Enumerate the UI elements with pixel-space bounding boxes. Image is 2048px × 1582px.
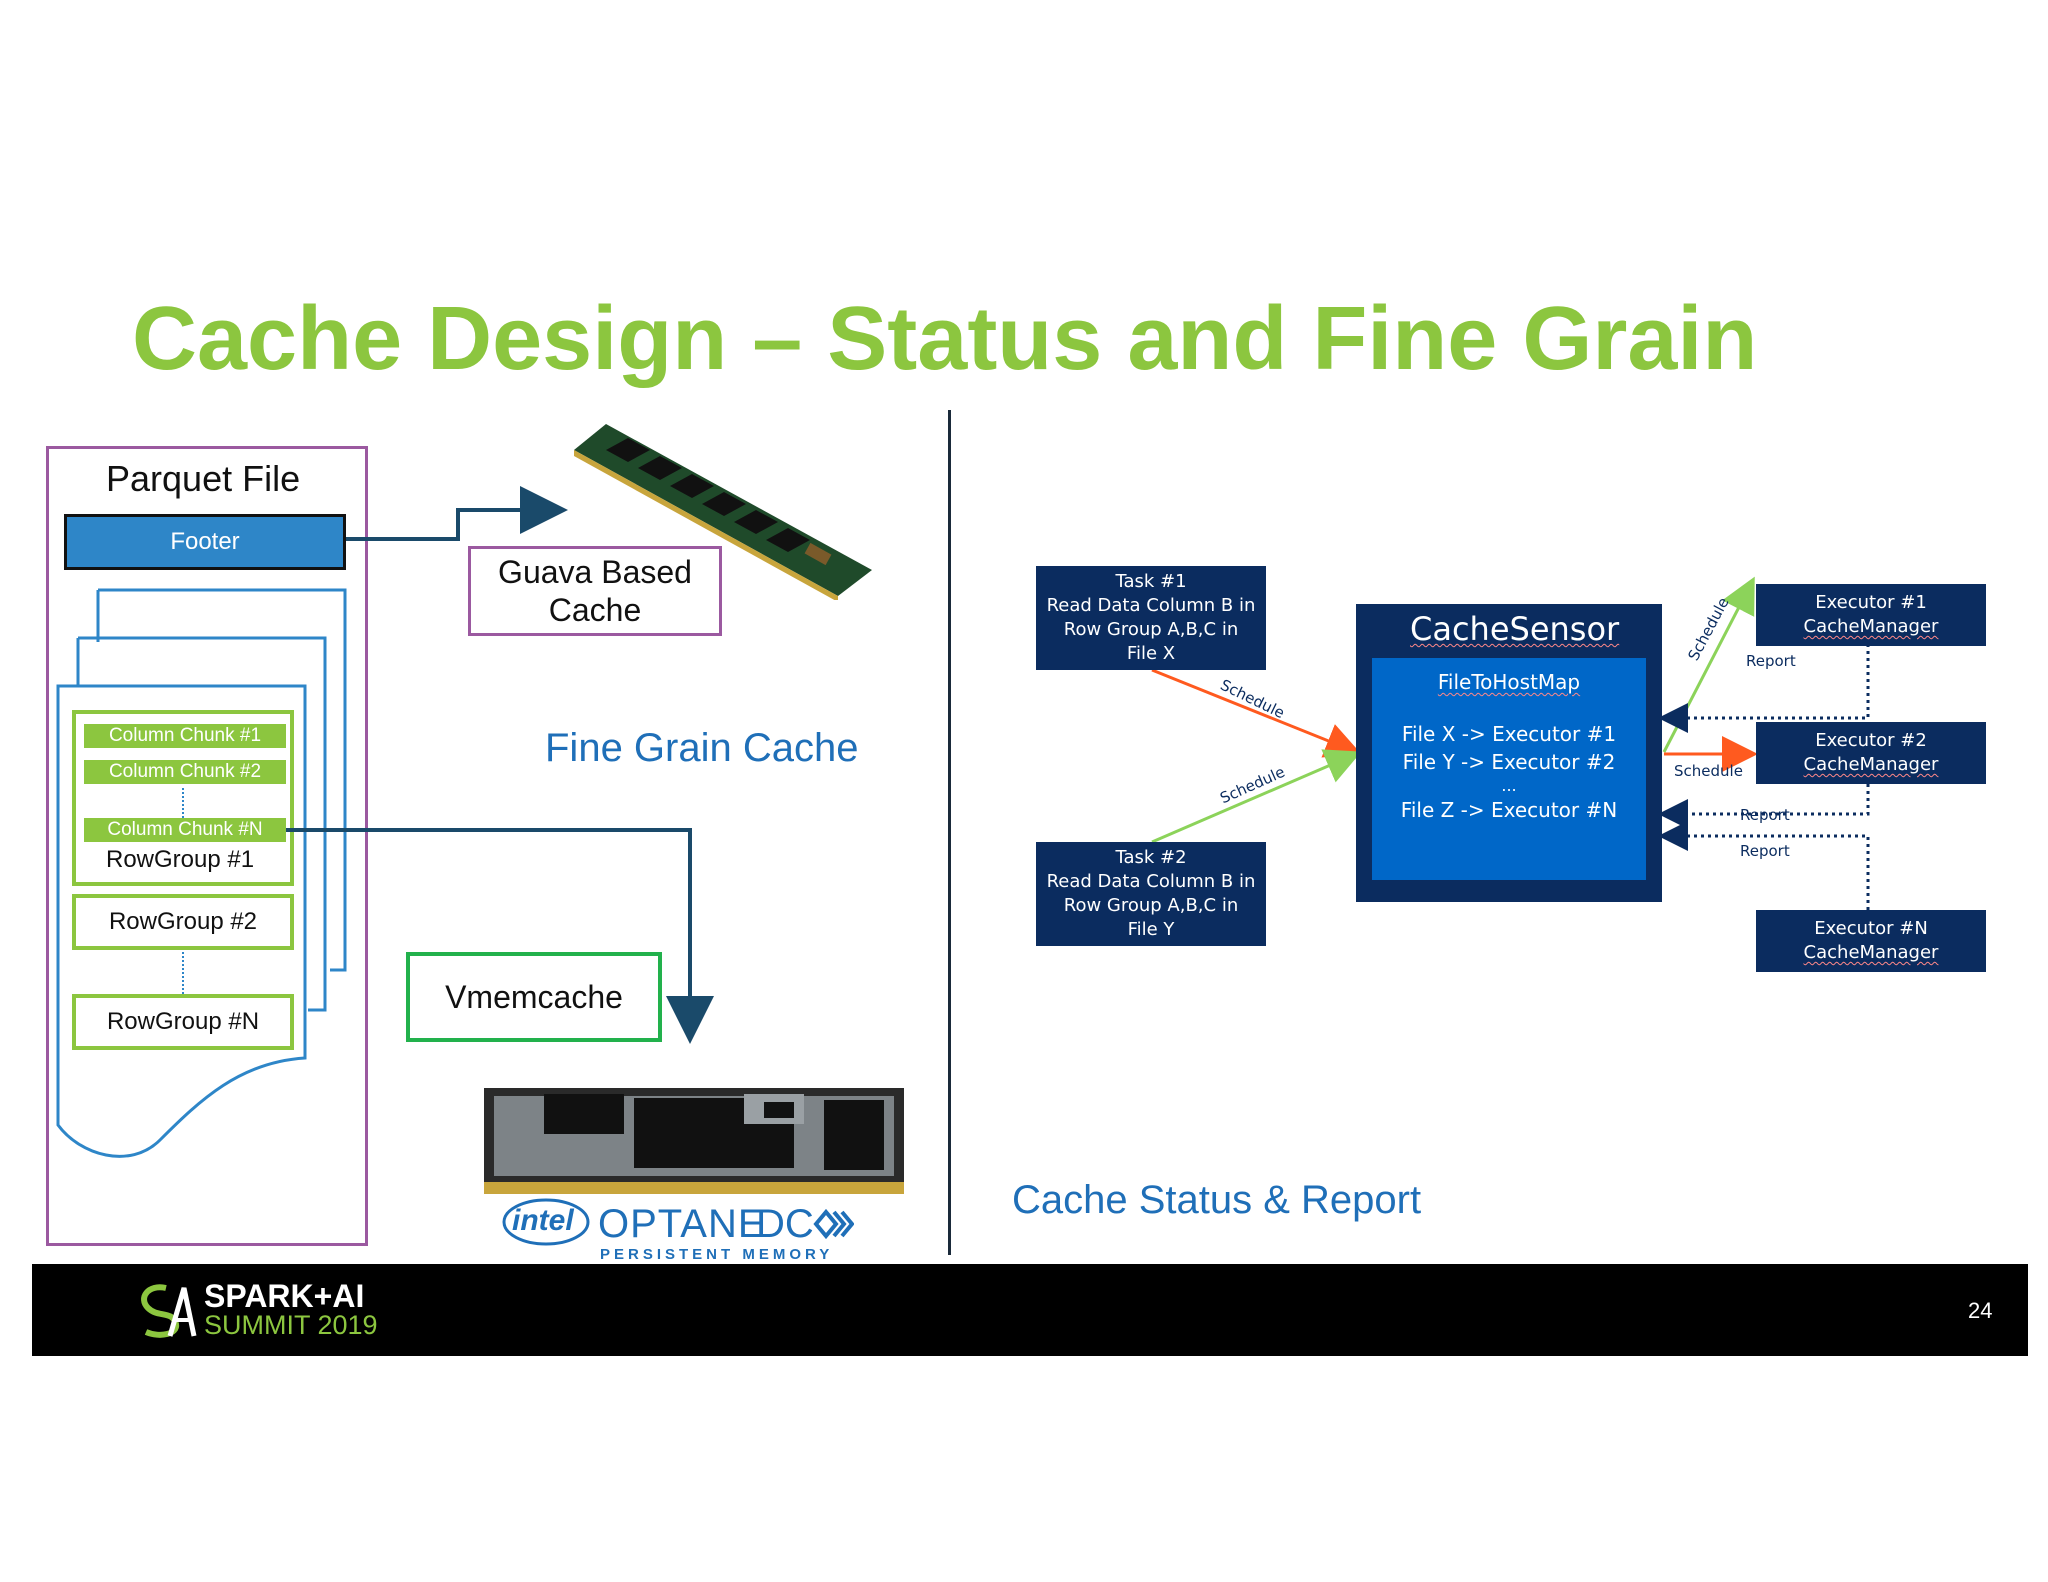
- right-arrows: [1151, 576, 1870, 910]
- left-connectors: [286, 486, 714, 1044]
- vmemcache-label: Vmemcache: [445, 978, 623, 1015]
- divider-line: [948, 410, 951, 1255]
- optane-subtitle: PERSISTENT MEMORY: [600, 1246, 834, 1263]
- executor-1-line-2: CacheManager: [1803, 616, 1939, 637]
- column-chunk-n: Column Chunk #N: [84, 818, 286, 842]
- report-label-executor-1: Report: [1746, 652, 1796, 670]
- executor-1-line-1: Executor #1: [1815, 592, 1927, 613]
- cache-status-caption: Cache Status & Report: [1012, 1178, 1422, 1222]
- intel-logo-icon: [502, 1198, 590, 1246]
- optane-module-image: [484, 1088, 904, 1194]
- footer-bar: [32, 1264, 2028, 1356]
- task-2-line-2: Read Data Column B in: [1046, 871, 1256, 892]
- guava-cache-box: Guava Based Cache: [468, 546, 722, 636]
- rowgroup-ellipsis-line: [182, 952, 184, 994]
- guava-line-1: Guava Based: [498, 554, 692, 590]
- parquet-file-frame: [46, 446, 368, 1246]
- memory-module-image: [574, 424, 872, 600]
- task-1-line-2: Read Data Column B in: [1046, 595, 1256, 616]
- footer-box: Footer: [64, 514, 346, 570]
- file-to-host-map-title: FileToHostMap: [1437, 670, 1581, 694]
- optane-dc-text: DC: [756, 1202, 814, 1246]
- page-number: 24: [1968, 1298, 1993, 1323]
- task-1-line-1: Task #1: [1115, 571, 1187, 592]
- task-1-line-3: Row Group A,B,C in: [1063, 619, 1239, 640]
- report-label-executor-2: Report: [1740, 806, 1790, 824]
- vmemcache-box: Vmemcache: [406, 952, 662, 1042]
- cache-sensor-title: CacheSensor: [1410, 610, 1620, 648]
- executor-n-box: Executor #N CacheManager: [1756, 910, 1986, 972]
- slide-title: Cache Design – Status and Fine Grain: [132, 289, 1758, 389]
- spark-ai-logo-line-1: SPARK+AI: [204, 1278, 365, 1314]
- task-1-box: Task #1 Read Data Column B in Row Group …: [1036, 566, 1266, 670]
- map-row-2: File Y -> Executor #2: [1402, 750, 1616, 774]
- report-label-executor-n: Report: [1740, 842, 1790, 860]
- column-chunk-1: Column Chunk #1: [84, 724, 286, 748]
- executor-n-line-2: CacheManager: [1803, 942, 1939, 963]
- optane-brand-text: OPTANE: [598, 1202, 766, 1246]
- chunk-ellipsis-line: [182, 788, 184, 818]
- executor-2-line-2: CacheManager: [1803, 754, 1939, 775]
- spark-ai-logo-line-2: SUMMIT 2019: [204, 1310, 378, 1340]
- task-2-line-1: Task #2: [1115, 847, 1187, 868]
- parquet-file-title: Parquet File: [106, 458, 301, 499]
- rowgroup-n-box: RowGroup #N: [72, 994, 294, 1050]
- executor-1-box: Executor #1 CacheManager: [1756, 584, 1986, 646]
- schedule-label-executor-2: Schedule: [1674, 762, 1743, 780]
- executor-n-line-1: Executor #N: [1814, 918, 1928, 939]
- column-chunk-2: Column Chunk #2: [84, 760, 286, 784]
- task-2-box: Task #2 Read Data Column B in Row Group …: [1036, 842, 1266, 946]
- map-row-4: File Z -> Executor #N: [1400, 798, 1618, 822]
- task-2-line-4: File Y: [1127, 919, 1175, 940]
- file-to-host-map-box: FileToHostMap File X -> Executor #1 File…: [1372, 658, 1646, 880]
- footer-label: Footer: [170, 528, 240, 555]
- task-1-line-4: File X: [1126, 643, 1176, 664]
- executor-2-line-1: Executor #2: [1815, 730, 1927, 751]
- spark-ai-logo-icon: [141, 1284, 197, 1338]
- fine-grain-cache-label: Fine Grain Cache: [545, 726, 859, 770]
- rowgroup-1-label: RowGroup #1: [106, 846, 255, 873]
- executor-2-box: Executor #2 CacheManager: [1756, 722, 1986, 784]
- guava-line-2: Cache: [548, 592, 642, 628]
- rowgroup-2-box: RowGroup #2: [72, 894, 294, 950]
- optane-chevron-icon: [813, 1208, 854, 1240]
- map-row-3: ...: [1501, 776, 1517, 795]
- intel-logo-text: intel: [512, 1204, 574, 1237]
- task-2-line-3: Row Group A,B,C in: [1063, 895, 1239, 916]
- map-row-1: File X -> Executor #1: [1401, 722, 1617, 746]
